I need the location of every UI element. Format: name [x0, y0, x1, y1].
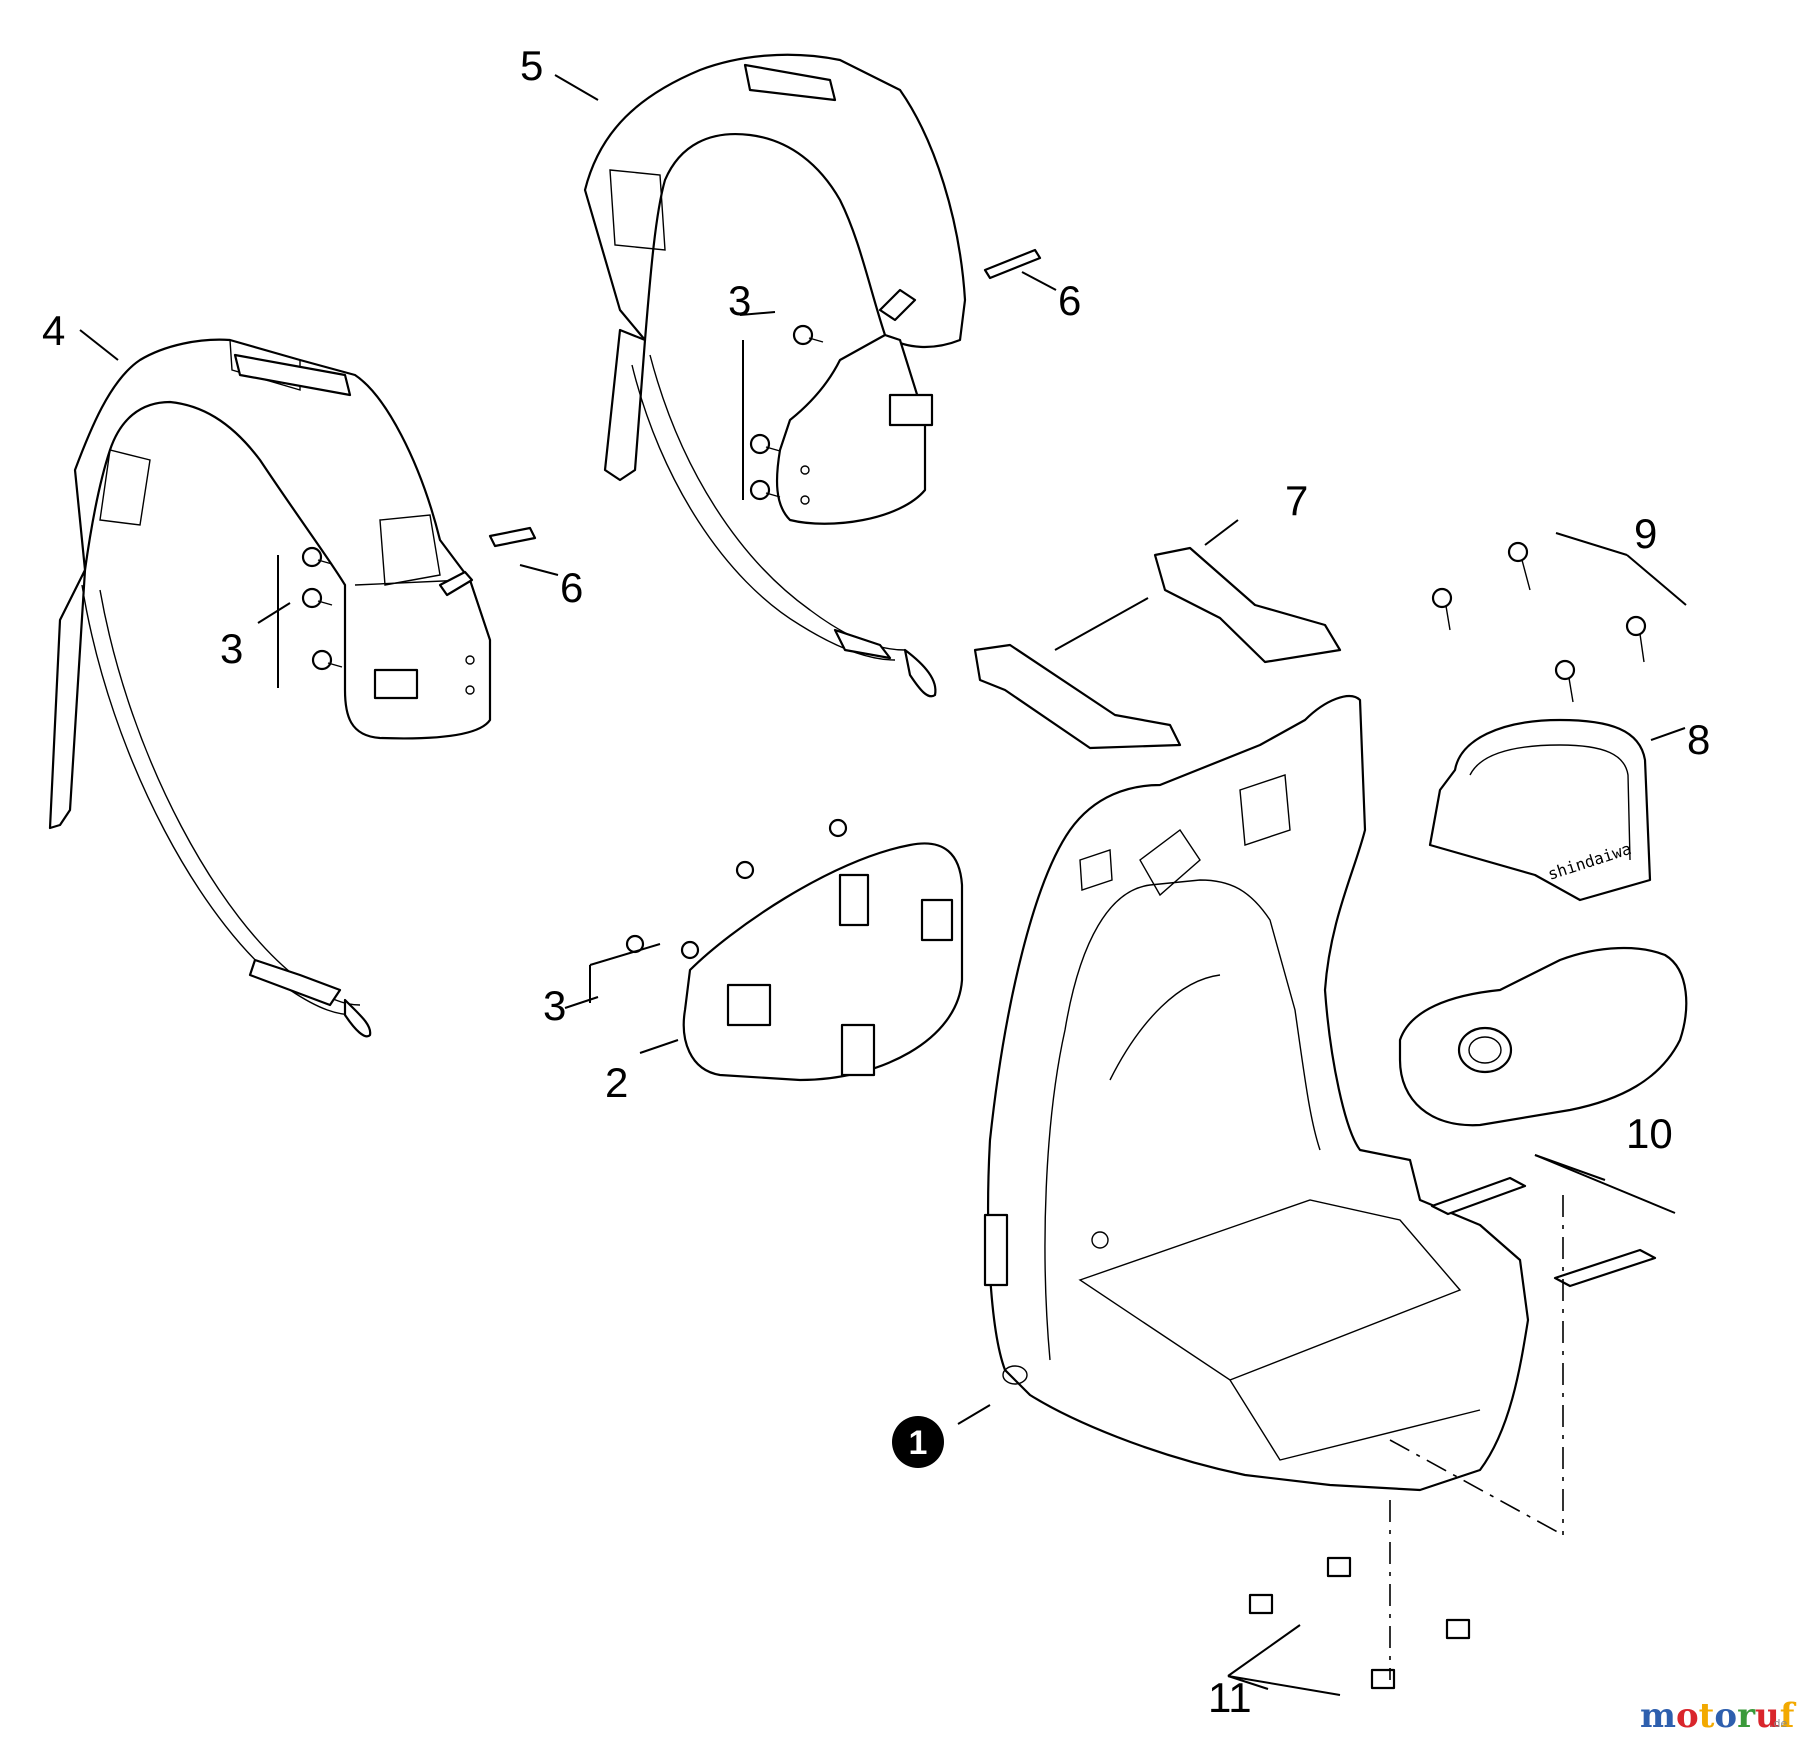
watermark-logo: motoruf .de	[1640, 1696, 1797, 1736]
callout-6-right: 6	[1058, 277, 1081, 324]
callout-8: 8	[1687, 716, 1710, 763]
chest-straps	[973, 546, 1342, 750]
callout-2: 2	[605, 1059, 628, 1106]
callout-4: 4	[42, 307, 65, 354]
watermark-suffix: .de	[1770, 1717, 1787, 1730]
callout-6-left: 6	[560, 564, 583, 611]
callout-11: 11	[1208, 1674, 1252, 1721]
left-shoulder-harness	[48, 338, 537, 1038]
callout-9: 9	[1634, 510, 1657, 557]
pin-right	[983, 248, 1042, 280]
callout-7: 7	[1285, 477, 1308, 524]
right-shoulder-harness	[583, 53, 1042, 698]
centerlines	[1389, 1195, 1564, 1680]
back-pad	[625, 818, 964, 1082]
pin-left	[488, 526, 537, 548]
backpack-frame	[983, 695, 1530, 1492]
callout-5: 5	[520, 42, 543, 89]
tank-bracket-cover: shindaiwa	[1428, 718, 1652, 902]
callout-1-badge: 1	[892, 1416, 944, 1468]
fuel-tank	[1398, 946, 1688, 1127]
callout-3-left-harness: 3	[220, 625, 243, 672]
screws-9	[1431, 541, 1647, 703]
watermark-text: motoruf	[1640, 1696, 1797, 1736]
callout-labels: 4 5 3 6 3 6 7 9 8 3 2 10 11	[42, 42, 1710, 1721]
nuts-11	[1248, 1556, 1471, 1690]
leader-lines	[79, 74, 1687, 1696]
callout-1: 1	[909, 1424, 928, 1462]
screw-cluster-left	[301, 546, 343, 671]
callout-10: 10	[1626, 1110, 1673, 1157]
callout-3-back-pad: 3	[543, 982, 566, 1029]
screw-cluster-pad	[625, 818, 848, 960]
callout-3-right-harness: 3	[728, 277, 751, 324]
screw-cluster-right	[749, 324, 824, 501]
plates-10	[1430, 1176, 1657, 1288]
